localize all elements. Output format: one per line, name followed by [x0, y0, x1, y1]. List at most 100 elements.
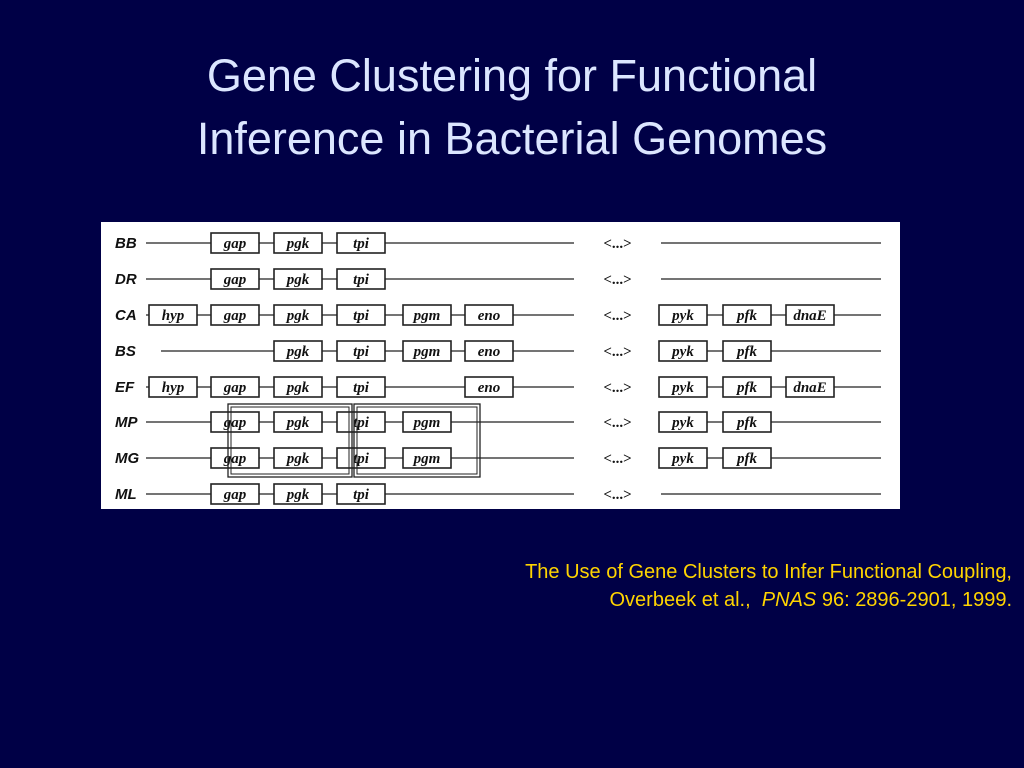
gene-box	[336, 483, 386, 505]
gene-label: gap	[223, 451, 247, 467]
gene-label: eno	[478, 308, 501, 324]
gene-label: pgm	[412, 344, 441, 360]
gene-label: pgk	[285, 236, 310, 252]
gene-label: pgk	[285, 487, 310, 503]
gene-box	[273, 411, 323, 433]
gene-box	[336, 304, 386, 326]
gene-box	[785, 304, 835, 326]
title-line-1: Gene Clustering for Functional	[206, 50, 818, 101]
gene-box	[273, 304, 323, 326]
gene-label: pgk	[285, 308, 310, 324]
gene-label: pyk	[670, 308, 694, 324]
sequence-gap-marker: <...>	[603, 236, 631, 252]
gene-box	[273, 340, 323, 362]
genome-row: BB <...> gap pgk tpi	[115, 232, 881, 254]
gene-box	[464, 340, 514, 362]
gene-box	[210, 411, 260, 433]
gene-box	[402, 340, 452, 362]
gene-box	[722, 411, 772, 433]
gene-box	[210, 447, 260, 469]
gene-label: tpi	[353, 415, 370, 431]
gene-box	[402, 411, 452, 433]
citation-authors: Overbeek et al.,	[609, 589, 751, 611]
title-line-2: Inference in Bacterial Genomes	[196, 113, 828, 164]
gene-label: eno	[478, 380, 501, 396]
gene-box	[273, 268, 323, 290]
gene-label: dnaE	[793, 308, 826, 324]
genome-label: MG	[115, 450, 139, 467]
sequence-gap-marker: <...>	[603, 308, 631, 324]
gene-box	[658, 304, 708, 326]
gene-label: tpi	[353, 487, 370, 503]
gene-label: tpi	[353, 344, 370, 360]
gene-label: pyk	[670, 415, 694, 431]
gene-box	[722, 376, 772, 398]
gene-label: tpi	[353, 236, 370, 252]
gene-box	[402, 304, 452, 326]
cluster-outline-inner	[356, 406, 478, 475]
gene-box	[273, 483, 323, 505]
gene-label: pyk	[670, 451, 694, 467]
genome-label: DR	[115, 271, 137, 288]
citation-details: 96: 2896-2901, 1999.	[821, 589, 1012, 611]
sequence-gap-marker: <...>	[603, 451, 631, 467]
gene-label: gap	[223, 236, 247, 252]
sequence-gap-marker: <...>	[603, 344, 631, 360]
sequence-gap-marker: <...>	[603, 487, 631, 503]
gene-box	[464, 304, 514, 326]
gene-box	[273, 232, 323, 254]
gene-box	[658, 447, 708, 469]
gene-label: gap	[223, 415, 247, 431]
gene-label: eno	[478, 344, 501, 360]
genome-label: MP	[115, 414, 138, 431]
gene-label: tpi	[353, 272, 370, 288]
gene-label: pgk	[285, 272, 310, 288]
gene-label: gap	[223, 380, 247, 396]
gene-box	[336, 232, 386, 254]
gene-box	[273, 447, 323, 469]
gene-label: pfk	[735, 451, 757, 467]
genome-label: ML	[115, 486, 137, 503]
citation-line-2: Overbeek et al., PNAS 96: 2896-2901, 199…	[525, 586, 1012, 614]
genome-label: BS	[115, 343, 136, 360]
gene-label: pgk	[285, 380, 310, 396]
genome-label: CA	[115, 307, 137, 324]
gene-label: hyp	[162, 380, 185, 396]
gene-box	[336, 268, 386, 290]
gene-box	[210, 232, 260, 254]
gene-label: pfk	[735, 308, 757, 324]
cluster-outline-inner	[230, 406, 350, 475]
gene-label: pgm	[412, 308, 441, 324]
gene-box	[148, 376, 198, 398]
gene-box	[658, 340, 708, 362]
citation-line-1: The Use of Gene Clusters to Infer Functi…	[525, 561, 1012, 583]
gene-label: pgk	[285, 415, 310, 431]
gene-label: tpi	[353, 451, 370, 467]
citation: The Use of Gene Clusters to Infer Functi…	[525, 558, 1012, 614]
gene-box	[210, 483, 260, 505]
gene-label: tpi	[353, 380, 370, 396]
genome-label: BB	[115, 235, 137, 252]
slide-title: Gene Clustering for Functional Inference…	[0, 44, 1024, 170]
gene-box	[210, 304, 260, 326]
gene-label: pyk	[670, 344, 694, 360]
gene-box	[658, 376, 708, 398]
gene-box	[464, 376, 514, 398]
gene-box	[722, 304, 772, 326]
gene-box	[273, 376, 323, 398]
gene-label: pyk	[670, 380, 694, 396]
gene-box	[785, 376, 835, 398]
cluster-outline	[353, 403, 481, 478]
gene-label: dnaE	[793, 380, 826, 396]
citation-journal: PNAS	[761, 589, 817, 611]
gene-box	[722, 447, 772, 469]
gene-label: gap	[223, 308, 247, 324]
gene-label: pgm	[412, 451, 441, 467]
gene-label: tpi	[353, 308, 370, 324]
